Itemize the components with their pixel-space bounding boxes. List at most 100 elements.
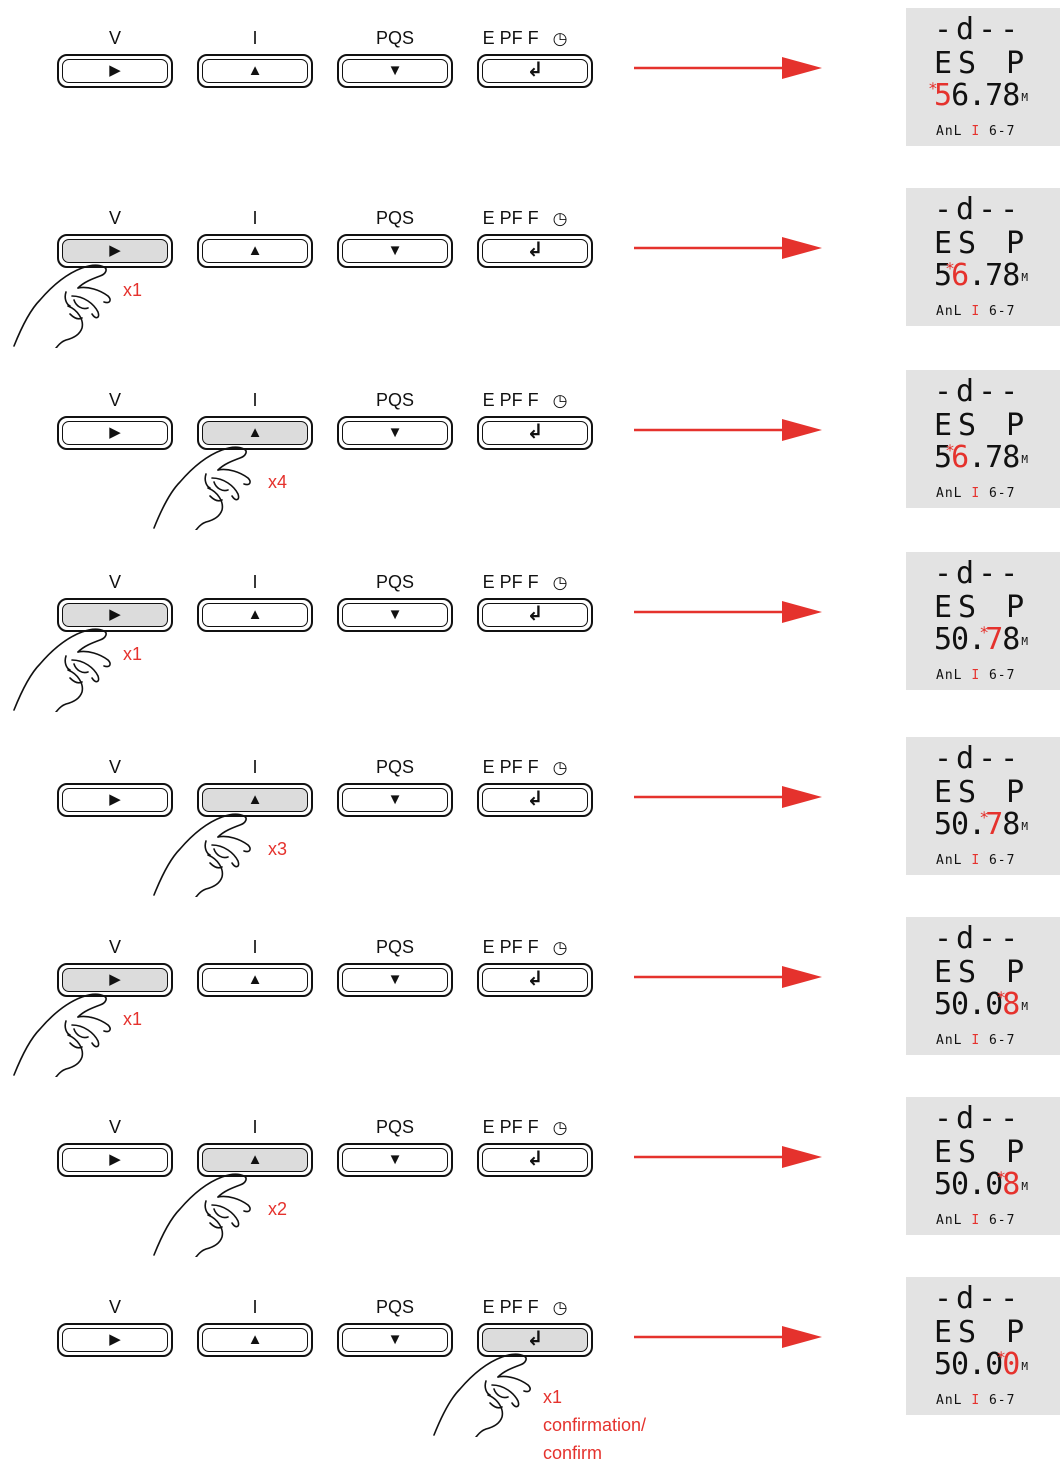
right-arrow-icon: ▶ [109, 971, 121, 988]
enter-icon: ↲ [526, 59, 544, 81]
i-button[interactable]: ▲ [197, 963, 313, 997]
pqs-button[interactable]: ▼ [337, 234, 453, 268]
v-button[interactable]: ▶ [57, 783, 173, 817]
clock-icon: ◷ [552, 1298, 568, 1317]
i-button[interactable]: ▲ [197, 1323, 313, 1357]
right-arrow-icon: ▶ [109, 791, 121, 808]
unit-label: M [1021, 1000, 1028, 1013]
up-arrow-icon: ▲ [247, 971, 263, 988]
button-label-epff: E PF F◷ [465, 937, 585, 958]
display-line-1: -d-- [934, 556, 1023, 591]
i-button[interactable]: ▲ [197, 54, 313, 88]
pqs-button[interactable]: ▼ [337, 416, 453, 450]
display-footer: AnL I 6-7 [936, 486, 1015, 502]
blinking-digit: 5 [928, 70, 952, 112]
display-line-2: ES P [934, 408, 1031, 443]
v-button[interactable]: ▶ [57, 1323, 173, 1357]
display-line-1: -d-- [934, 192, 1023, 227]
footer-left: AnL [936, 853, 963, 868]
enter-icon: ↲ [526, 1328, 544, 1350]
epff-button[interactable]: ↲ [477, 234, 593, 268]
v-button[interactable]: ▶ [57, 963, 173, 997]
blinking-digit: 7 [979, 799, 1003, 841]
button-label-i: I [195, 390, 315, 410]
value-prefix: 50.0 [934, 987, 1003, 1022]
red-arrow-icon [634, 782, 824, 812]
button-label-epff: E PF F◷ [465, 28, 585, 49]
epff-button[interactable]: ↲ [477, 783, 593, 817]
button-label-v: V [55, 390, 175, 410]
i-button[interactable]: ▲ [197, 783, 313, 817]
red-arrow-icon [634, 962, 824, 992]
pressing-hand-icon [12, 977, 132, 1082]
clock-icon: ◷ [552, 391, 568, 410]
button-label-pqs: PQS [335, 937, 455, 957]
button-label-text: I [252, 1117, 258, 1137]
enter-icon: ↲ [526, 239, 544, 261]
unit-label: M [1021, 453, 1028, 466]
i-button[interactable]: ▲ [197, 1143, 313, 1177]
button-label-text: I [252, 28, 258, 48]
red-arrow-icon [634, 1322, 824, 1352]
button-label-i: I [195, 208, 315, 228]
button-label-text: I [252, 937, 258, 957]
button-label-text: PQS [375, 937, 414, 957]
up-arrow-icon: ▲ [247, 606, 263, 623]
pqs-button[interactable]: ▼ [337, 598, 453, 632]
button-label-pqs: PQS [335, 572, 455, 592]
v-button[interactable]: ▶ [57, 234, 173, 268]
button-label-text: V [108, 208, 121, 228]
pqs-button[interactable]: ▼ [337, 783, 453, 817]
button-label-text: E PF F [482, 1117, 539, 1137]
epff-button[interactable]: ↲ [477, 963, 593, 997]
pqs-button[interactable]: ▼ [337, 963, 453, 997]
value-prefix: 50. [934, 807, 986, 842]
i-button[interactable]: ▲ [197, 598, 313, 632]
press-count: x1 [543, 1387, 563, 1407]
red-arrow-icon [634, 597, 824, 627]
pressing-hand-icon [12, 248, 132, 353]
down-arrow-icon: ▼ [387, 971, 403, 988]
epff-button[interactable]: ↲ [477, 598, 593, 632]
pqs-button[interactable]: ▼ [337, 54, 453, 88]
epff-button[interactable]: ↲ [477, 1323, 593, 1357]
epff-button[interactable]: ↲ [477, 1143, 593, 1177]
v-button[interactable]: ▶ [57, 54, 173, 88]
right-arrow-icon: ▶ [109, 424, 121, 441]
unit-label: M [1021, 1180, 1028, 1193]
button-label-v: V [55, 28, 175, 48]
up-arrow-icon: ▲ [247, 242, 263, 259]
confirm-note: confirmation/ [543, 1415, 647, 1435]
button-label-text: I [252, 390, 258, 410]
pqs-button[interactable]: ▼ [337, 1323, 453, 1357]
i-button[interactable]: ▲ [197, 416, 313, 450]
display-footer: AnL I 6-7 [936, 1033, 1015, 1049]
unit-label: M [1021, 820, 1028, 833]
button-label-i: I [195, 757, 315, 777]
v-button[interactable]: ▶ [57, 416, 173, 450]
footer-left: AnL [936, 486, 963, 501]
right-arrow-icon: ▶ [109, 1151, 121, 1168]
blinking-digit: 6 [945, 432, 969, 474]
button-label-i: I [195, 1297, 315, 1317]
v-button[interactable]: ▶ [57, 1143, 173, 1177]
enter-icon: ↲ [526, 968, 544, 990]
button-label-text: E PF F [482, 28, 539, 48]
epff-button[interactable]: ↲ [477, 54, 593, 88]
button-label-i: I [195, 1117, 315, 1137]
pqs-button[interactable]: ▼ [337, 1143, 453, 1177]
button-label-text: I [252, 757, 258, 777]
footer-right: 6-7 [988, 853, 1016, 868]
display-line-1: -d-- [934, 741, 1023, 776]
display-value: 50.78M [906, 799, 1060, 842]
display-value: 56.78M [906, 70, 1060, 112]
i-button[interactable]: ▲ [197, 234, 313, 268]
button-label-epff: E PF F◷ [465, 757, 585, 778]
epff-button[interactable]: ↲ [477, 416, 593, 450]
v-button[interactable]: ▶ [57, 598, 173, 632]
display-line-2: ES P [934, 955, 1031, 990]
